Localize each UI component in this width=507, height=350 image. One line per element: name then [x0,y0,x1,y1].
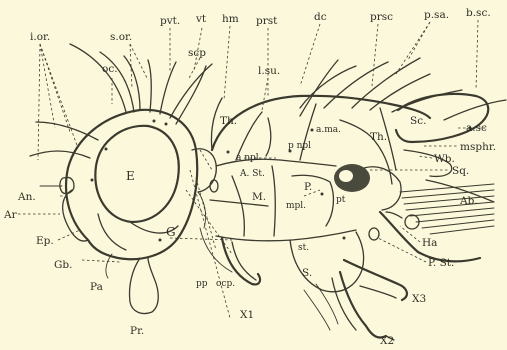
label-th-1: Th. [220,115,237,127]
labels: i.or. s.or. pvt. vt hm prst dc prsc p.sa… [3,7,496,347]
leg-1 [222,238,260,284]
label-pr: Pr. [130,325,144,337]
label-dc: dc [314,11,327,23]
label-b-sc: b.sc. [466,7,491,19]
label-gb: Gb. [54,259,72,271]
label-x3: X3 [412,293,426,305]
label-pvt: pvt. [160,15,180,27]
label-ep: Ep. [36,235,54,247]
label-a-npl: a npl [236,153,259,163]
label-p: P. [304,181,312,193]
proboscis [129,258,158,314]
label-ar: Ar [3,209,18,221]
anterior-stigma [210,180,218,192]
label-l-su: l.su. [258,65,280,77]
label-prsc: prsc [370,11,393,23]
label-an: An. [17,191,36,203]
label-th-2: Th. [370,131,387,143]
label-s-or: s.or. [110,31,132,43]
label-hm: hm [222,13,239,25]
label-p-st: P. St. [428,257,454,269]
label-oc: oc. [102,63,118,75]
sternopleura [290,232,364,292]
posterior-stigma [369,228,379,240]
label-scp: scp [188,47,206,59]
label-ocp: ocp. [216,279,235,289]
label-x1: X1 [240,309,254,321]
label-prst: prst [256,15,278,27]
compound-eye [95,126,178,222]
label-m: M. [252,191,266,203]
label-s: S. [302,267,312,279]
label-wb: Wb. [434,153,455,165]
label-msphr: msphr. [460,141,496,153]
leg-2 [340,272,386,338]
label-i-or: i.or. [30,31,50,43]
label-a-ma: a.ma. [316,125,341,135]
label-sc: Sc. [410,115,426,127]
label-e: E [126,169,135,183]
label-st: st. [298,243,309,253]
label-x2: X2 [380,335,394,347]
label-pa: Pa [90,281,103,293]
label-ha: Ha [422,237,437,249]
label-vt: vt [195,13,207,25]
label-ab: Ab. [459,195,478,207]
label-sq: Sq. [452,165,469,177]
label-a-st: A. St. [239,169,265,179]
label-pt: pt [336,195,346,205]
label-p-sa: p.sa. [424,9,449,21]
label-pp: pp [196,279,208,289]
thorax-outline [212,96,430,150]
leg-3 [344,260,407,300]
label-a-sc: a.sc [466,122,487,134]
label-g: G [166,225,176,239]
label-mpl: mpl. [286,201,306,211]
label-p-npl: p npl [288,141,311,151]
